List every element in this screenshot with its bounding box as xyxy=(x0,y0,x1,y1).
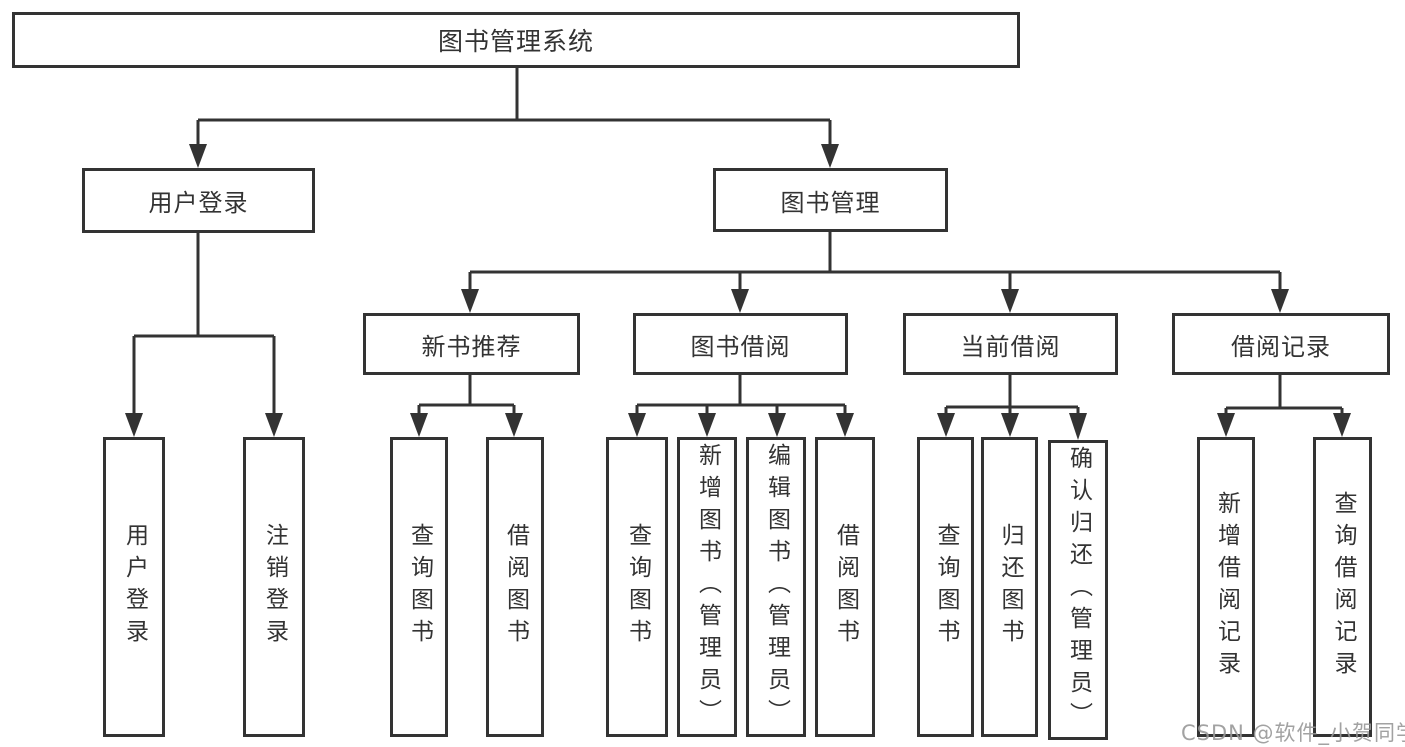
arrow-icon xyxy=(1069,413,1087,440)
arrow-icon xyxy=(505,413,523,437)
connector-newbook-to-leaves xyxy=(417,375,516,418)
arrow-icon xyxy=(836,413,854,437)
arrow-icon xyxy=(265,413,283,437)
node-library-management-system: 图书管理系统 xyxy=(12,12,1020,68)
arrowheads xyxy=(125,144,1351,440)
arrow-icon xyxy=(189,144,207,168)
leaf-borrow-edit-books-admin: 编辑图书（管理员） xyxy=(746,437,806,737)
leaf-records-add-record: 新增借阅记录 xyxy=(1197,437,1255,737)
leaf-current-confirm-return-admin: 确认归还（管理员） xyxy=(1048,440,1108,740)
arrow-icon xyxy=(731,289,749,313)
node-new-book-recommend: 新书推荐 xyxy=(363,313,580,375)
node-user-login: 用户登录 xyxy=(82,168,315,233)
node-borrow-records: 借阅记录 xyxy=(1172,313,1390,375)
connector-bookborrow-to-leaves xyxy=(635,375,847,418)
arrow-icon xyxy=(410,413,428,437)
connector-currentborrow-to-leaves xyxy=(944,375,1080,418)
leaf-current-query-books: 查询图书 xyxy=(917,437,974,737)
node-current-borrow: 当前借阅 xyxy=(903,313,1118,375)
leaf-newbook-query-books: 查询图书 xyxy=(390,437,448,737)
arrow-icon xyxy=(937,413,955,437)
arrow-icon xyxy=(1217,413,1235,437)
leaf-borrow-add-books-admin: 新增图书（管理员） xyxy=(677,437,737,737)
leaf-logout: 注销登录 xyxy=(243,437,305,737)
leaf-current-return-books: 归还图书 xyxy=(981,437,1038,737)
arrow-icon xyxy=(698,413,716,437)
arrow-icon xyxy=(1001,289,1019,313)
connector-userlogin-to-leaves xyxy=(132,233,276,418)
arrow-icon xyxy=(1271,289,1289,313)
arrow-icon xyxy=(821,144,839,168)
arrow-icon xyxy=(1001,413,1019,437)
leaf-user-login: 用户登录 xyxy=(103,437,165,737)
connector-borrowrecord-to-leaves xyxy=(1224,375,1344,418)
node-book-borrow: 图书借阅 xyxy=(633,313,848,375)
arrow-icon xyxy=(125,413,143,437)
node-book-management: 图书管理 xyxy=(713,168,948,232)
connector-bookmgmt-to-level3 xyxy=(468,232,1282,292)
leaf-borrow-borrow-books: 借阅图书 xyxy=(815,437,875,737)
arrow-icon xyxy=(628,413,646,437)
leaf-newbook-borrow-books: 借阅图书 xyxy=(486,437,544,737)
leaf-records-query-record: 查询借阅记录 xyxy=(1313,437,1372,737)
arrow-icon xyxy=(461,289,479,313)
arrow-icon xyxy=(1333,413,1351,437)
connector-root-to-level2 xyxy=(196,68,832,146)
leaf-borrow-query-books: 查询图书 xyxy=(606,437,668,737)
csdn-watermark: CSDN @软件_小贺同学 xyxy=(1181,721,1405,745)
arrow-icon xyxy=(768,413,786,437)
